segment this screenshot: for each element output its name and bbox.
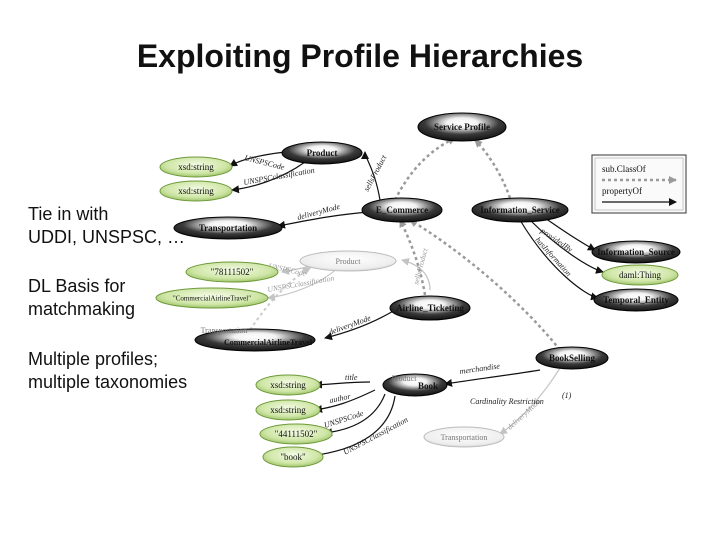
node-label-daml-thing: daml:Thing [619,270,661,280]
node-temporal-entity [593,288,679,312]
node-label-commercial-airline-travel: CommercialAirlineTravel [224,338,313,347]
node-label-transportation-mid: Transportation [201,326,248,335]
node-label-airline-ticketing: Airline_Ticketing [396,303,464,313]
node-label-transportation-top: Transportation [199,223,257,233]
edge-label-unspsc-code-1: UNSPSCode [244,153,286,172]
legend-box: sub.ClassOf propertyOf [591,154,687,214]
node-book-literal [262,446,324,468]
node-service-profile [417,112,507,142]
bullet-uddi: Tie in with UDDI, UNSPSC, … [28,203,185,249]
edge-label-author: author [329,392,353,405]
bullet-line: UDDI, UNSPSC, … [28,227,186,247]
node-label-information-service: Information_Service [480,205,559,215]
edge-daml-thing [529,219,604,274]
node-label-information-source: Information_Source [597,247,675,257]
diagram-nodes: Service Profile Product Transportation E… [155,112,681,468]
node-product-mid [299,250,397,272]
node-product-top [281,141,363,165]
node-xsd-string-4 [255,399,321,421]
slide-title: Exploiting Profile Hierarchies [136,38,584,74]
node-daml-thing [601,264,679,286]
edge-label-merchandise: merchandise [459,361,501,376]
edge-booksselling-ecommerce [409,218,561,351]
bullet-dl-basis: DL Basis for matchmaking [28,275,135,321]
edge-airline-ticketing-ecommerce [398,219,427,296]
node-code-44111502 [259,423,333,445]
node-label-temporal-entity: Temporal_Entity [603,295,669,305]
node-xsd-string-3 [255,374,321,396]
node-label-product-book: Product [392,374,418,383]
edge-unspsc-code-3 [324,393,386,437]
node-information-service [471,197,569,223]
edge-label-sells-product: sellsProduct [362,153,389,193]
node-label-xsd-3: xsd:string [270,380,306,390]
node-label-xsd-4: xsd:string [270,405,306,415]
node-code-78111502 [185,261,279,283]
edge-sells-product [361,151,381,201]
edge-label-title: title [345,373,358,382]
node-ecommerce [361,197,443,223]
bullet-multiple-profiles: Multiple profiles; multiple taxonomies [28,348,187,394]
node-label-xsd-2: xsd:string [178,186,214,196]
bullet-line: DL Basis for [28,276,126,296]
edge-information-service-service-profile [474,139,512,199]
node-label-product-top: Product [307,148,338,158]
edge-unspsc-code-1 [229,151,286,167]
edge-merchandise [444,369,541,387]
edge-label-cardinality: Cardinality Restriction [470,397,544,406]
node-label-book: Book [418,381,438,391]
node-xsd-string-2 [159,180,233,202]
edge-ticket-class [267,265,341,302]
node-commercial-airline-travel [194,328,316,352]
node-label-service-profile: Service Profile [434,122,490,132]
node-commercial-airline-literal [155,287,269,309]
node-label-code-78: "78111502" [211,267,254,277]
edge-delivery-mode-1 [277,211,371,229]
node-label-xsd-1: xsd:string [178,162,214,172]
bullet-line: Tie in with [28,204,109,224]
node-book-selling [535,346,609,370]
legend-property-label: propertyOf [602,186,642,196]
edge-title [314,380,371,389]
edge-unspsc-class-1 [231,161,306,194]
legend-subclass-label: sub.ClassOf [602,164,646,174]
node-label-code-44: "44111502" [275,429,318,439]
bullet-line: multiple taxonomies [28,372,188,392]
node-transportation-bottom [423,426,505,448]
node-label-product-mid: Product [336,257,362,266]
bullet-line: matchmaking [28,299,136,319]
edge-temporal-entity [519,219,599,301]
node-xsd-string-1 [159,156,233,178]
node-label-transportation-bottom: Transportation [441,433,488,442]
node-label-commercial-air: "CommercialAirlineTravel" [173,295,251,303]
edge-delivery-mode-3 [499,367,561,435]
edge-sells-product-2 [401,258,431,291]
edge-delivery-mode-2 [324,309,396,341]
edge-transport-mid-product [249,267,311,331]
node-book [382,373,448,397]
edge-label-cardinality-value: (1) [562,391,572,400]
node-transportation-top [173,216,283,240]
edge-label-unspsc-code-3: UNSPSCode [323,409,365,430]
node-label-ecommerce: E_Commerce [376,205,428,215]
node-label-book-selling: BookSelling [549,353,596,363]
edge-unspsc-class-3 [309,395,396,460]
bullet-line: Multiple profiles; [28,349,159,369]
node-airline-ticketing [389,295,471,321]
edge-info-source [544,217,596,251]
node-information-source [591,240,681,264]
node-label-book-literal: "book" [280,452,306,462]
edge-ecommerce-service-profile [393,136,456,201]
